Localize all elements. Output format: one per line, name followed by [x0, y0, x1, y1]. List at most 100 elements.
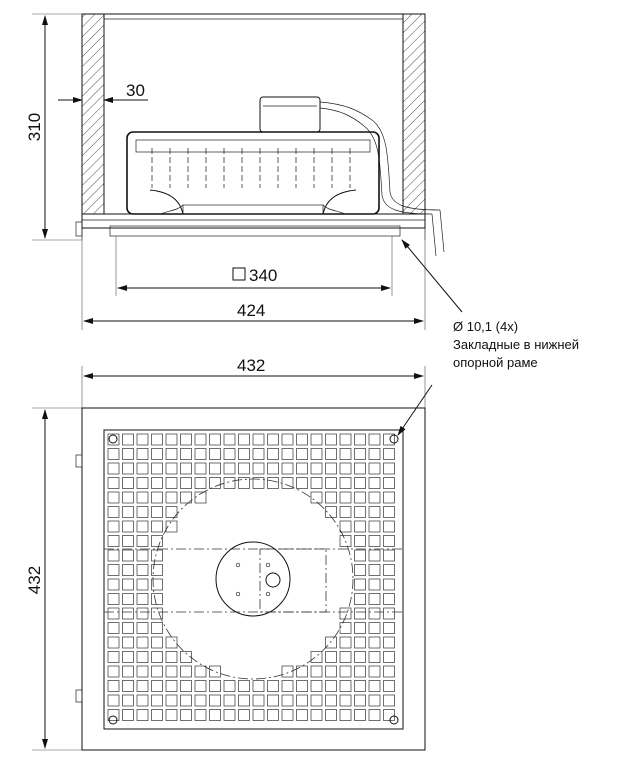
- grille-cell: [151, 564, 163, 576]
- note-line-1: Закладные в нижней: [453, 337, 579, 352]
- grille-cell: [136, 564, 149, 576]
- grille-cell: [122, 520, 134, 533]
- grille-cell: [180, 448, 192, 460]
- grille-cell: [252, 694, 265, 707]
- grille-cell: [383, 520, 395, 533]
- grille-cell: [136, 520, 149, 533]
- mounting-hole: [389, 715, 399, 725]
- grille-cell: [325, 433, 337, 446]
- grille-cell: [107, 636, 120, 649]
- grille-cell: [151, 491, 163, 504]
- cable: [319, 101, 445, 257]
- grille-cell: [122, 636, 134, 649]
- mounting-holes: [108, 434, 399, 725]
- grille-cell: [136, 535, 149, 547]
- grille-cell: [136, 607, 149, 620]
- dim-310-label: 310: [25, 113, 44, 141]
- grille-cell: [354, 433, 366, 446]
- grille-cell: [122, 448, 134, 460]
- grille-cell: [354, 535, 366, 547]
- dim-height-side: 310: [25, 13, 82, 241]
- grille-cell: [194, 680, 207, 692]
- grille-cell: [151, 622, 163, 634]
- grille-cell: [165, 709, 178, 721]
- grille-cell: [107, 549, 120, 562]
- grille-cell: [281, 694, 294, 707]
- grille-cell: [136, 694, 149, 707]
- grille-cell: [296, 665, 308, 678]
- grille-cell: [383, 477, 395, 489]
- grille-cell: [325, 491, 337, 504]
- grille-cell: [122, 709, 134, 721]
- grille-cell: [354, 477, 366, 489]
- grille-cell: [354, 549, 366, 562]
- grille-cell: [122, 593, 134, 605]
- grille-cell: [122, 506, 134, 518]
- grille-cell: [296, 680, 308, 692]
- note-hole-spec: Ø 10,1 (4x): [453, 319, 518, 334]
- grille-cell: [209, 709, 221, 721]
- grille-cell: [136, 448, 149, 460]
- grille-cell: [310, 651, 323, 663]
- grille-cell: [354, 622, 366, 634]
- grille-cell: [122, 680, 134, 692]
- grille-cell: [165, 433, 178, 446]
- grille-cell: [281, 462, 294, 475]
- grille-cell: [122, 433, 134, 446]
- outer-frame: [81, 407, 426, 751]
- grille-cell: [281, 709, 294, 721]
- grille-cell: [151, 462, 163, 475]
- grille-cell: [281, 680, 294, 692]
- grille-cell: [209, 477, 221, 489]
- grille-cell: [223, 680, 236, 692]
- grille-cell: [296, 709, 308, 721]
- grille-cell: [136, 680, 149, 692]
- grille-cell: [310, 477, 323, 489]
- grille-cell: [368, 535, 381, 547]
- grille-cell: [194, 665, 207, 678]
- dim-340-label: 340: [249, 266, 277, 285]
- grille-cell: [122, 491, 134, 504]
- grille-cell: [238, 477, 250, 489]
- grille-cell: [151, 535, 163, 547]
- grille-cell: [107, 593, 120, 605]
- grille-cell: [107, 709, 120, 721]
- motor-top: [215, 541, 327, 617]
- grille-cell: [122, 535, 134, 547]
- grille-cell: [107, 535, 120, 547]
- grille-cell: [354, 564, 366, 576]
- grille-cell: [267, 680, 279, 692]
- grille-cell: [223, 709, 236, 721]
- mounting-hole: [108, 715, 118, 725]
- grille-cell: [354, 709, 366, 721]
- dim-30-label: 30: [126, 81, 145, 100]
- grille-cell: [136, 578, 149, 591]
- grille-cell: [325, 709, 337, 721]
- right-wall: [402, 13, 426, 215]
- grille-cell: [180, 694, 192, 707]
- grille-cell: [368, 578, 381, 591]
- grille-cell: [238, 448, 250, 460]
- grille-cell: [354, 694, 366, 707]
- grille-cell: [209, 462, 221, 475]
- grille-cell: [383, 636, 395, 649]
- grille-cell: [151, 680, 163, 692]
- grille-cell: [267, 448, 279, 460]
- grille-cell: [122, 665, 134, 678]
- grille-cell: [122, 607, 134, 620]
- grille-cell: [151, 593, 163, 605]
- grille-cell: [107, 433, 120, 446]
- grille-cell: [325, 694, 337, 707]
- grille-cell: [151, 520, 163, 533]
- grille-cell: [296, 448, 308, 460]
- impeller-blades: [151, 148, 351, 188]
- grille-cell: [209, 694, 221, 707]
- grille-cell: [310, 462, 323, 475]
- grille-cell: [354, 448, 366, 460]
- grille-border: [103, 429, 404, 730]
- dim-432-height-label: 432: [25, 566, 44, 594]
- note-line-2: опорной раме: [453, 355, 538, 370]
- grille-cell: [368, 491, 381, 504]
- grille-cell: [107, 680, 120, 692]
- grille-cell: [296, 462, 308, 475]
